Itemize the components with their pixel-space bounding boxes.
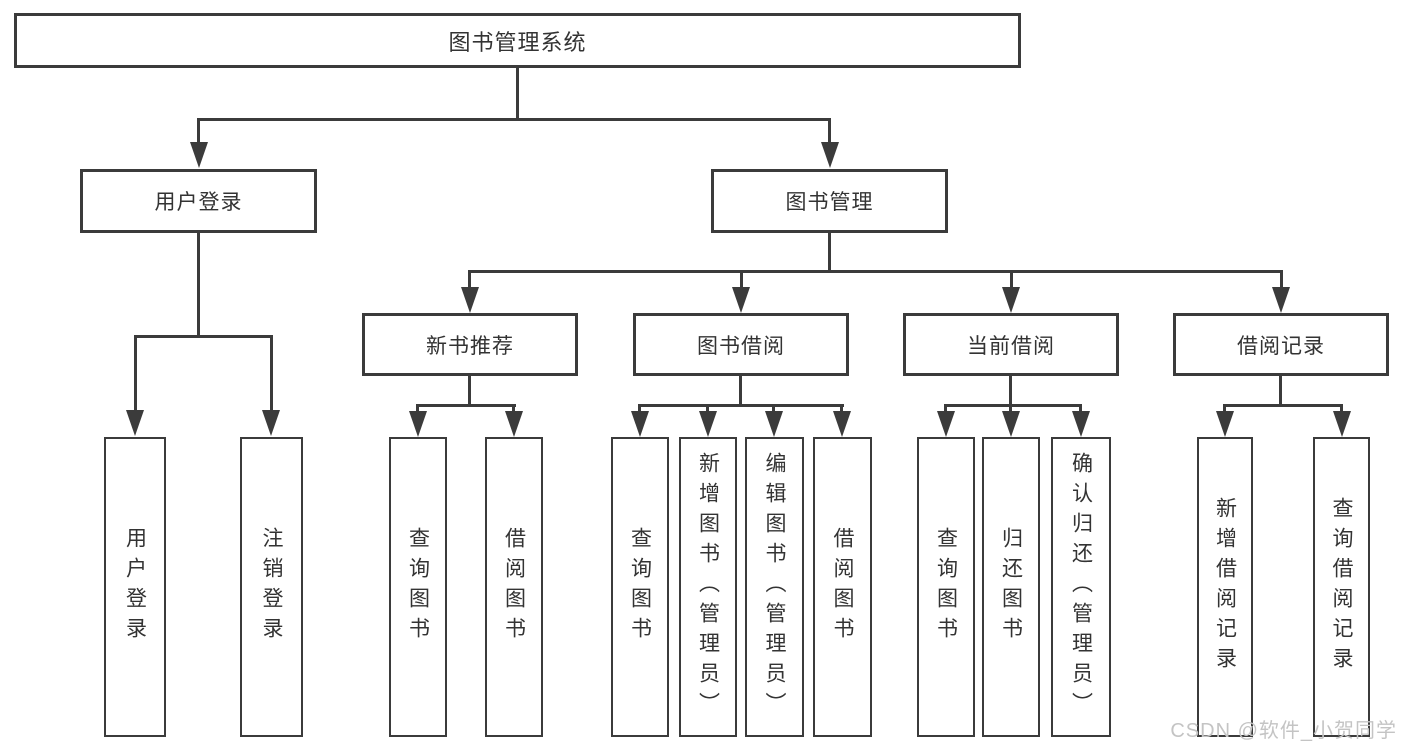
connector-line xyxy=(1279,376,1282,406)
arrowhead-icon xyxy=(1272,287,1290,313)
leaf-query-books: 查询图书 xyxy=(611,437,669,737)
arrowhead-icon xyxy=(126,410,144,436)
leaf-label: 编辑图书（管理员） xyxy=(763,452,786,722)
leaf-label: 查询图书 xyxy=(406,527,430,647)
arrowhead-icon xyxy=(1072,411,1090,437)
leaf-label: 查询图书 xyxy=(934,527,958,647)
connector-line xyxy=(516,67,519,118)
connector-line xyxy=(1340,404,1343,414)
leaf-label: 用户登录 xyxy=(123,527,147,647)
arrowhead-icon xyxy=(833,411,851,437)
arrowhead-icon xyxy=(409,411,427,437)
connector-line xyxy=(134,335,137,413)
leaf-add-borrow-record: 新增借阅记录 xyxy=(1197,437,1253,737)
leaf-query-borrow-record: 查询借阅记录 xyxy=(1313,437,1370,737)
connector-line xyxy=(197,233,200,335)
leaf-confirm-return-admin: 确认归还（管理员） xyxy=(1051,437,1111,737)
arrowhead-icon xyxy=(461,287,479,313)
leaf-label: 查询图书 xyxy=(628,527,652,647)
arrowhead-icon xyxy=(190,142,208,168)
leaf-user-login: 用户登录 xyxy=(104,437,166,737)
connector-line xyxy=(772,404,775,414)
connector-line xyxy=(828,118,831,146)
leaf-label: 归还图书 xyxy=(999,527,1023,647)
connector-line xyxy=(706,404,709,414)
connector-line xyxy=(468,270,471,290)
leaf-label: 借阅图书 xyxy=(502,527,526,647)
connector-line xyxy=(1010,270,1013,290)
connector-line xyxy=(270,335,273,413)
connector-line xyxy=(134,335,273,338)
arrowhead-icon xyxy=(631,411,649,437)
leaf-label: 新增借阅记录 xyxy=(1213,497,1237,677)
connector-line xyxy=(828,233,831,273)
connector-line xyxy=(512,404,515,414)
connector-line xyxy=(1280,270,1283,290)
leaf-query-books: 查询图书 xyxy=(917,437,975,737)
leaf-label: 注销登录 xyxy=(260,527,283,647)
arrowhead-icon xyxy=(1002,287,1020,313)
connector-line xyxy=(638,404,844,407)
leaf-query-books: 查询图书 xyxy=(389,437,447,737)
leaf-label: 查询借阅记录 xyxy=(1330,497,1353,677)
connector-line xyxy=(197,118,200,146)
node-new-book-recommend: 新书推荐 xyxy=(362,313,578,376)
node-book-borrow: 图书借阅 xyxy=(633,313,849,376)
leaf-logout: 注销登录 xyxy=(240,437,303,737)
connector-line xyxy=(740,270,743,290)
node-library-system: 图书管理系统 xyxy=(14,13,1021,68)
connector-line xyxy=(1009,376,1012,406)
node-borrow-records: 借阅记录 xyxy=(1173,313,1389,376)
arrowhead-icon xyxy=(1333,411,1351,437)
connector-line xyxy=(416,404,516,407)
leaf-add-book-admin: 新增图书（管理员） xyxy=(679,437,737,737)
arrowhead-icon xyxy=(1002,411,1020,437)
node-user-login: 用户登录 xyxy=(80,169,317,233)
connector-line xyxy=(1079,404,1082,414)
leaf-edit-book-admin: 编辑图书（管理员） xyxy=(745,437,804,737)
leaf-borrow-books: 借阅图书 xyxy=(485,437,543,737)
arrowhead-icon xyxy=(821,142,839,168)
node-book-management: 图书管理 xyxy=(711,169,948,233)
node-current-borrow: 当前借阅 xyxy=(903,313,1119,376)
arrowhead-icon xyxy=(765,411,783,437)
connector-line xyxy=(638,404,641,414)
connector-line xyxy=(840,404,843,414)
leaf-label: 确认归还（管理员） xyxy=(1069,452,1093,722)
arrowhead-icon xyxy=(732,287,750,313)
connector-line xyxy=(944,404,947,414)
arrowhead-icon xyxy=(505,411,523,437)
leaf-return-books: 归还图书 xyxy=(982,437,1040,737)
connector-line xyxy=(468,376,471,406)
arrowhead-icon xyxy=(1216,411,1234,437)
csdn-watermark: CSDN @软件_小贺同学 xyxy=(1170,720,1397,742)
connector-line xyxy=(197,118,831,121)
connector-line xyxy=(468,270,1282,273)
arrowhead-icon xyxy=(699,411,717,437)
leaf-label: 借阅图书 xyxy=(831,527,854,647)
connector-line xyxy=(944,404,1082,407)
connector-line xyxy=(1009,404,1012,414)
leaf-borrow-books: 借阅图书 xyxy=(813,437,872,737)
leaf-label: 新增图书（管理员） xyxy=(696,452,720,722)
arrowhead-icon xyxy=(937,411,955,437)
connector-line xyxy=(416,404,419,414)
arrowhead-icon xyxy=(262,410,280,436)
connector-line xyxy=(1223,404,1343,407)
connector-line xyxy=(739,376,742,406)
connector-line xyxy=(1223,404,1226,414)
